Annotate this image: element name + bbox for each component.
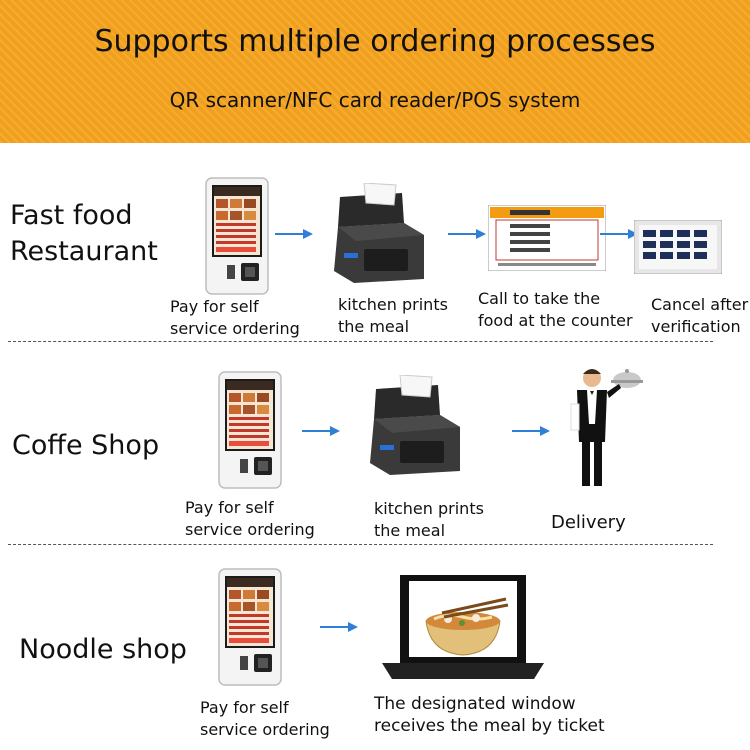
banner-title: Supports multiple ordering processes (94, 24, 656, 59)
step-caption: Call to take the food at the counter (478, 289, 633, 330)
kiosk-icon (218, 371, 282, 489)
section-title-coffee-shop: Coffe Shop (12, 430, 160, 461)
step-caption: kitchen prints the meal (338, 295, 448, 336)
flow-arrow-icon (302, 425, 341, 437)
receipt-printer-icon (333, 183, 425, 283)
kiosk-icon (218, 568, 282, 686)
step-caption: Pay for self service ordering (200, 698, 330, 739)
kiosk-icon (205, 177, 269, 295)
section-divider (8, 544, 713, 545)
call-board-icon (488, 205, 606, 271)
step-caption: Pay for self service ordering (170, 297, 300, 338)
step-caption: Pay for self service ordering (185, 498, 315, 539)
flow-arrow-icon (512, 425, 551, 437)
step-caption: Cancel after verification (651, 295, 749, 336)
header-banner: Supports multiple ordering processes QR … (0, 0, 750, 143)
flow-arrow-icon (275, 228, 314, 240)
step-caption: The designated window receives the meal … (374, 694, 605, 736)
waiter-icon (570, 369, 643, 486)
section-divider (8, 341, 713, 342)
flow-arrow-icon (448, 228, 487, 240)
flow-arrow-icon (320, 621, 359, 633)
verification-screen-icon (634, 220, 722, 274)
section-title-noodle-shop: Noodle shop (19, 634, 187, 665)
section-title-fast-food: Fast food Restaurant (10, 200, 158, 267)
receipt-printer-icon (369, 375, 461, 475)
banner-subtitle: QR scanner/NFC card reader/POS system (169, 88, 581, 112)
noodle-window-icon (382, 575, 544, 679)
step-caption: kitchen prints the meal (374, 499, 484, 540)
step-caption: Delivery (551, 512, 626, 533)
